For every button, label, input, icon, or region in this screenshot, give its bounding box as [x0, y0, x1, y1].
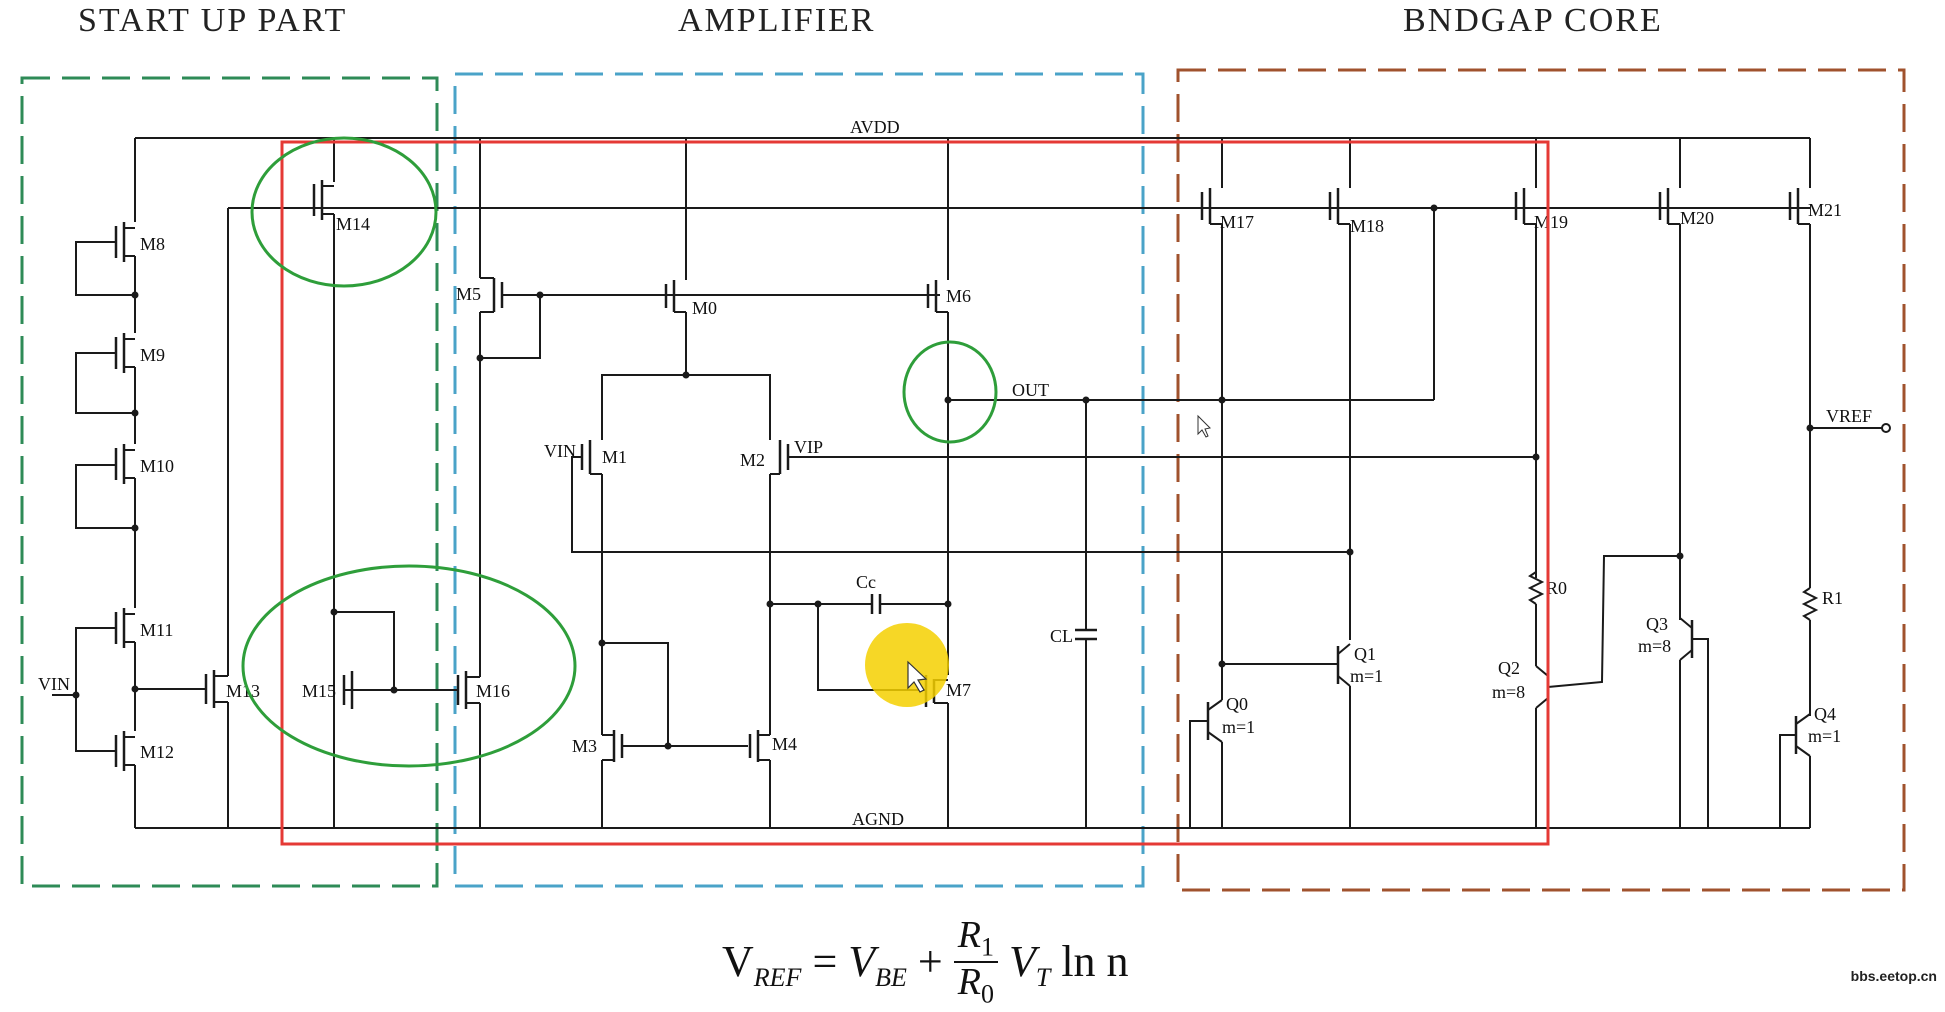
- amplifier-circuit: M5 M0 VIN M1 VIP M2: [456, 138, 1536, 828]
- m11-label: M11: [140, 620, 173, 640]
- m19-label: M19: [1534, 212, 1568, 232]
- q2-multiplier: m=8: [1492, 682, 1525, 702]
- q4-multiplier: m=1: [1808, 726, 1841, 746]
- q0-label: Q0: [1226, 694, 1248, 714]
- q3-label: Q3: [1646, 614, 1668, 634]
- formula-vbe: V: [848, 936, 876, 986]
- q4-label: Q4: [1814, 704, 1836, 724]
- r1-resistor: [1801, 587, 1819, 621]
- cursor-highlight: [865, 623, 949, 707]
- formula-eq: =: [812, 936, 838, 986]
- section-title-amplifier: AMPLIFIER: [678, 2, 876, 39]
- vref-label: VREF: [1826, 406, 1872, 426]
- mouse-pointer-icon: [907, 660, 928, 693]
- cc-label: Cc: [856, 572, 876, 592]
- r0-label: R0: [1546, 578, 1567, 598]
- vref-formula: VREF = VBE + R1 R0 VT ln n: [722, 915, 1129, 1012]
- m8-label: M8: [140, 234, 165, 254]
- formula-denominator-sub: 0: [980, 979, 994, 1009]
- formula-vt: V: [1008, 936, 1036, 986]
- section-title-startup: START UP PART: [78, 2, 348, 39]
- cl-label: CL: [1050, 626, 1073, 646]
- agnd-label: AGND: [852, 809, 904, 829]
- m1-label: M1: [602, 447, 627, 467]
- r0-resistor: [1527, 571, 1545, 605]
- vip-label: VIP: [794, 437, 823, 457]
- formula-ln: ln n: [1061, 936, 1129, 986]
- out-label: OUT: [1012, 380, 1049, 400]
- q2-label: Q2: [1498, 658, 1520, 678]
- m6-label: M6: [946, 286, 971, 306]
- m15-label: M15: [302, 681, 336, 701]
- m0-label: M0: [692, 298, 717, 318]
- vin-startup-label: VIN: [38, 674, 70, 694]
- formula-denominator: R: [957, 960, 981, 1003]
- watermark: bbs.eetop.cn: [1850, 968, 1937, 984]
- formula-lhs: V: [722, 936, 754, 986]
- m2-label: M2: [740, 450, 765, 470]
- circuit-diagram: AVDD AGND M8 M9: [20, 68, 1906, 892]
- m20-label: M20: [1680, 208, 1714, 228]
- core-section-box: [1176, 68, 1906, 892]
- highlight-circle-m15-m16: [241, 564, 577, 768]
- formula-vt-sub: T: [1035, 962, 1051, 992]
- q1-label: Q1: [1354, 644, 1376, 664]
- highlight-circle-out: [902, 340, 998, 444]
- m10-label: M10: [140, 456, 174, 476]
- startup-circuit: M8 M9 M10 M11: [38, 138, 1810, 828]
- m3-label: M3: [572, 736, 597, 756]
- m12-label: M12: [140, 742, 174, 762]
- formula-vbe-sub: BE: [875, 962, 907, 992]
- mouse-pointer-icon-small: [1197, 414, 1212, 438]
- vin-amp-label: VIN: [544, 441, 576, 461]
- r1-label: R1: [1822, 588, 1843, 608]
- m4-label: M4: [772, 734, 797, 754]
- amplifier-section-box: [453, 72, 1145, 888]
- core-circuit: M17 M18 M19 M20: [1189, 138, 1891, 828]
- m5-label: M5: [456, 284, 481, 304]
- m13-label: M13: [226, 681, 260, 701]
- q0-multiplier: m=1: [1222, 717, 1255, 737]
- m14-label: M14: [336, 214, 370, 234]
- formula-plus: +: [917, 936, 943, 986]
- formula-numerator-sub: 1: [980, 932, 994, 962]
- section-title-core: BNDGAP CORE: [1403, 2, 1663, 39]
- avdd-label: AVDD: [850, 117, 900, 137]
- schematic-canvas: START UP PART AMPLIFIER BNDGAP CORE AVDD…: [20, 2, 1937, 1008]
- formula-numerator: R: [957, 914, 981, 956]
- q1-multiplier: m=1: [1350, 666, 1383, 686]
- m9-label: M9: [140, 345, 165, 365]
- highlight-box: [280, 140, 1550, 846]
- m21-label: M21: [1808, 200, 1842, 220]
- m16-label: M16: [476, 681, 510, 701]
- m7-label: M7: [946, 680, 971, 700]
- startup-section-box: [20, 76, 439, 888]
- formula-lhs-sub: REF: [753, 962, 802, 992]
- m18-label: M18: [1350, 216, 1384, 236]
- q3-multiplier: m=8: [1638, 636, 1671, 656]
- m17-label: M17: [1220, 212, 1254, 232]
- highlight-circle-m14: [250, 136, 438, 288]
